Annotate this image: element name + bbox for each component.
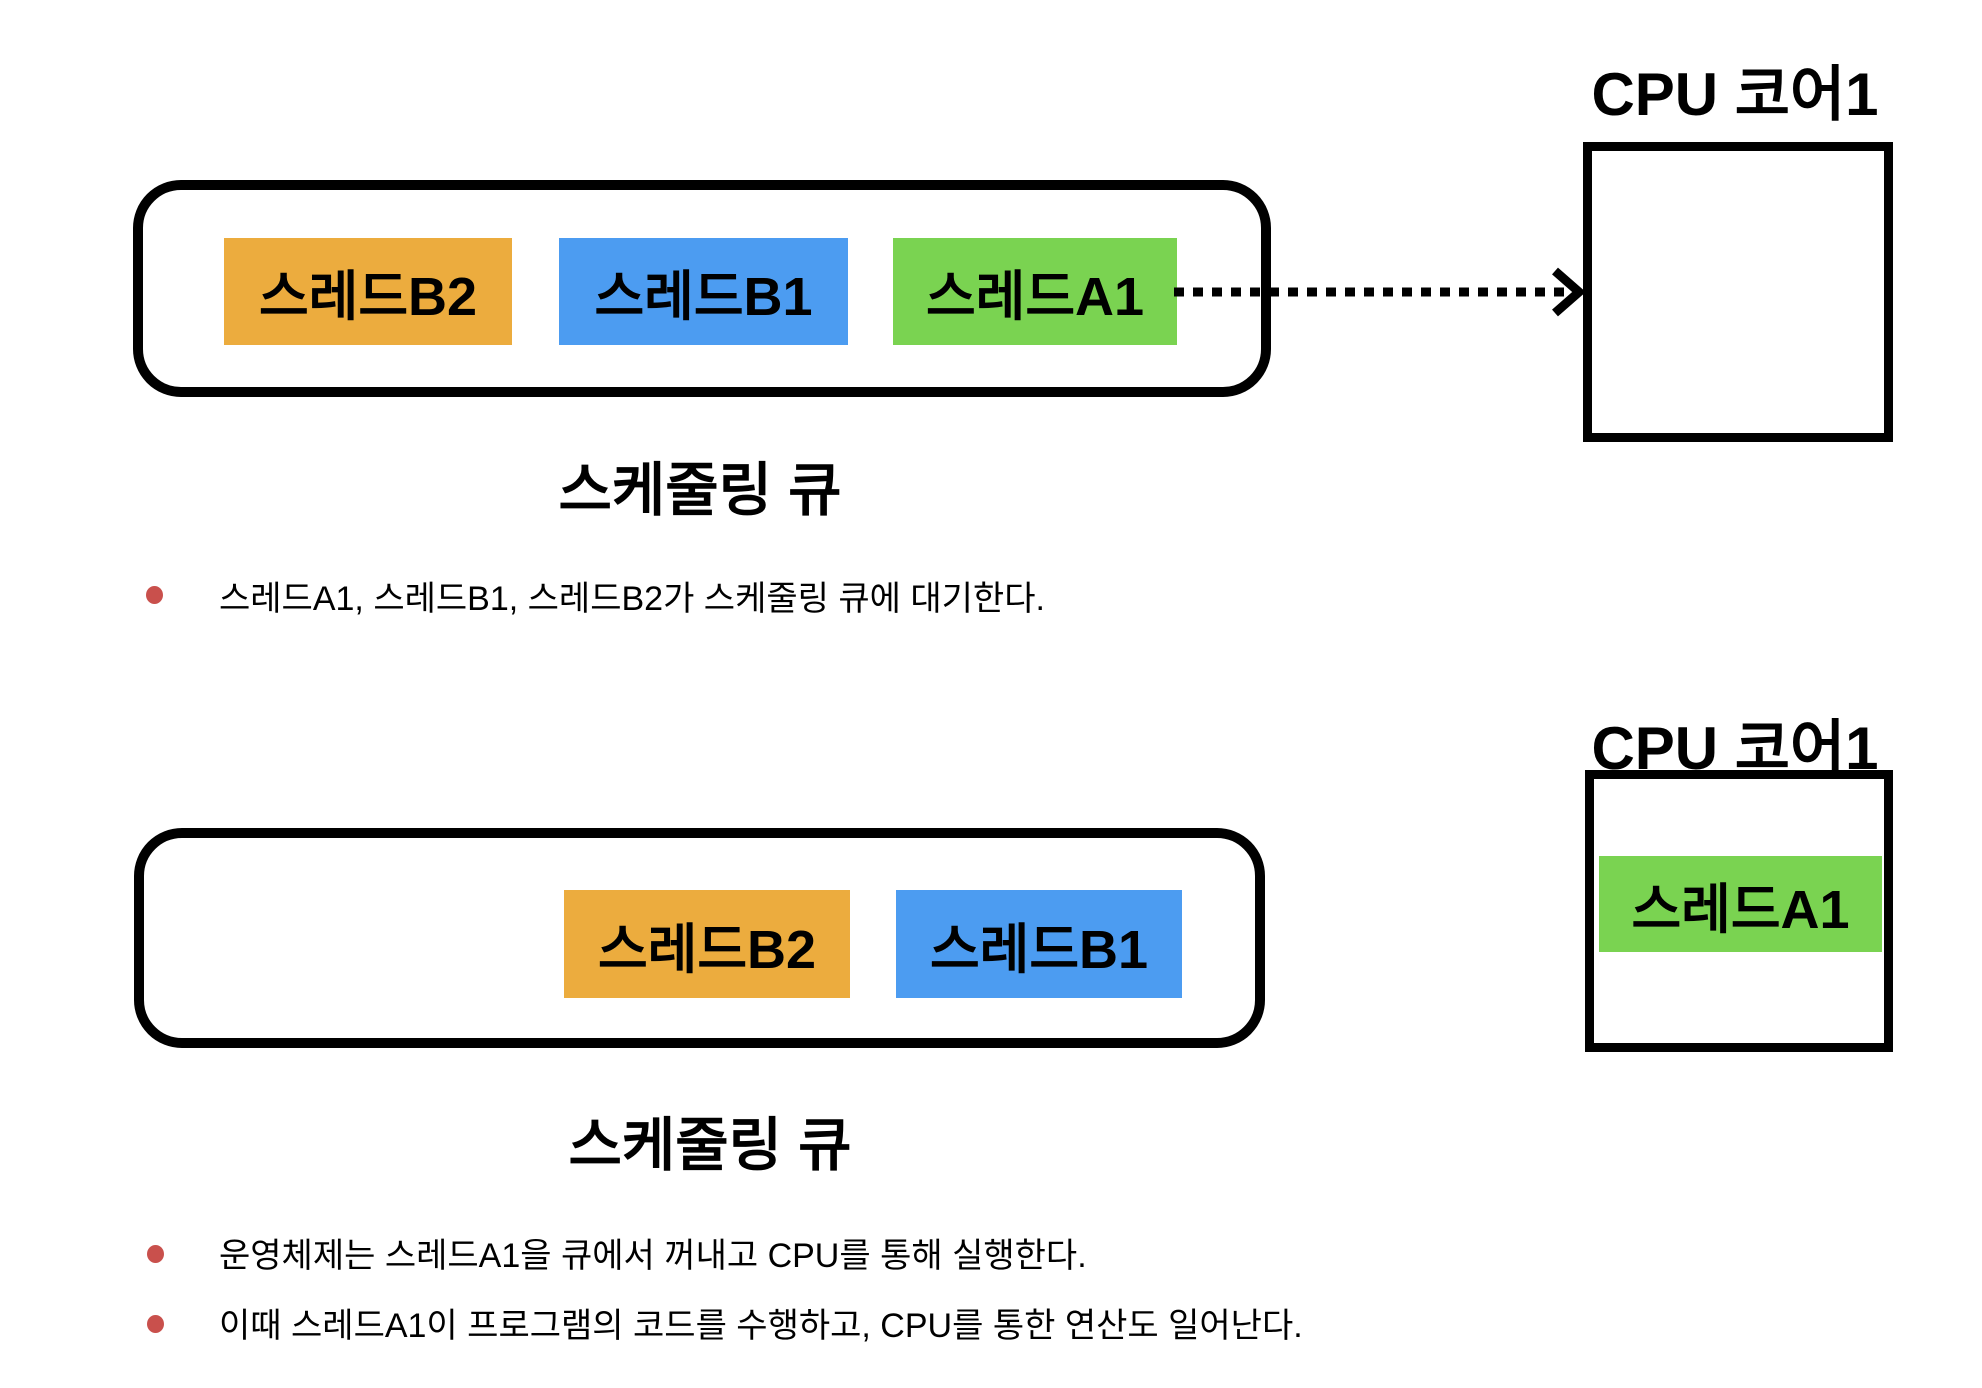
bullet-text-execution: 이때 스레드A1이 프로그램의 코드를 수행하고, CPU를 통한 연산도 일어… — [219, 1307, 1303, 1345]
thread-box-b2: 스레드B2 — [564, 890, 850, 998]
bullet-dot — [147, 1315, 164, 1333]
dotted-arrow-icon — [1174, 267, 1586, 317]
bullet-dot — [146, 586, 163, 604]
thread-box-b2: 스레드B2 — [224, 238, 512, 345]
scheduling-queue-label: 스케줄링 큐 — [568, 1113, 852, 1178]
cpu-core-title: CPU 코어1 — [1591, 61, 1879, 128]
scheduling-queue-label: 스케줄링 큐 — [558, 458, 842, 523]
bullet-text-dispatch: 운영체제는 스레드A1을 큐에서 꺼내고 CPU를 통해 실행한다. — [219, 1237, 1087, 1275]
thread-box-b1: 스레드B1 — [559, 238, 848, 345]
bullet-dot — [147, 1245, 164, 1263]
bullet-text-waiting: 스레드A1, 스레드B1, 스레드B2가 스케줄링 큐에 대기한다. — [219, 580, 1045, 618]
cpu-core-box — [1583, 142, 1893, 442]
thread-box-a1-in-cpu: 스레드A1 — [1599, 856, 1882, 952]
thread-box-b1: 스레드B1 — [896, 890, 1182, 998]
thread-box-a1: 스레드A1 — [893, 238, 1177, 345]
